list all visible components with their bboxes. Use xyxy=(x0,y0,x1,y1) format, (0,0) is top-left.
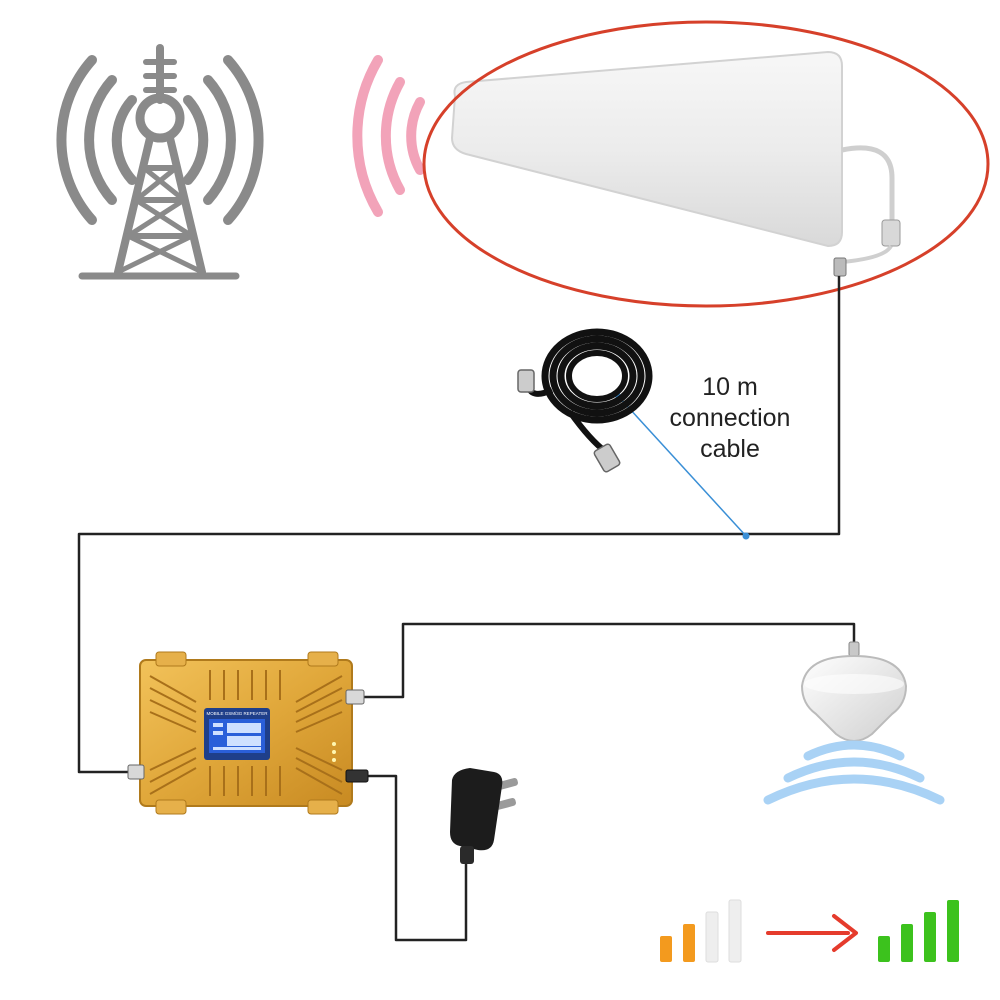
signal-repeater-icon: MOBILE GSM/3G REPEATER xyxy=(127,651,369,815)
signal-before-bar-3 xyxy=(705,911,719,963)
log-periodic-antenna-icon xyxy=(450,50,901,277)
cable-label: 10 m connection cable xyxy=(640,372,820,465)
cable-label-line3: cable xyxy=(700,435,760,463)
weak-signal-bars-icon xyxy=(660,899,742,963)
cable-label-line2: connection xyxy=(669,404,791,432)
repeater-screen-text: MOBILE GSM/3G REPEATER xyxy=(207,711,269,716)
cable-label-line1: 10 m xyxy=(702,373,758,401)
connection-cables xyxy=(77,276,856,942)
incoming-signal-waves xyxy=(352,55,425,217)
signal-before-bar-1 xyxy=(660,936,672,962)
ceiling-antenna-icon xyxy=(800,641,908,742)
signal-after-bar-4 xyxy=(947,900,959,962)
right-arrow-icon xyxy=(766,914,858,952)
signal-after-bar-1 xyxy=(878,936,890,962)
power-adapter-icon xyxy=(450,768,518,864)
outgoing-signal-waves xyxy=(763,740,945,805)
signal-after-bar-2 xyxy=(901,924,913,962)
coiled-cable-icon xyxy=(517,328,653,473)
cell-tower-icon xyxy=(56,44,264,280)
signal-after-bar-3 xyxy=(924,912,936,962)
strong-signal-bars-icon xyxy=(878,900,959,962)
signal-before-bar-2 xyxy=(683,924,695,962)
highlight-ellipse xyxy=(422,20,990,308)
signal-before-bar-4 xyxy=(728,899,742,963)
